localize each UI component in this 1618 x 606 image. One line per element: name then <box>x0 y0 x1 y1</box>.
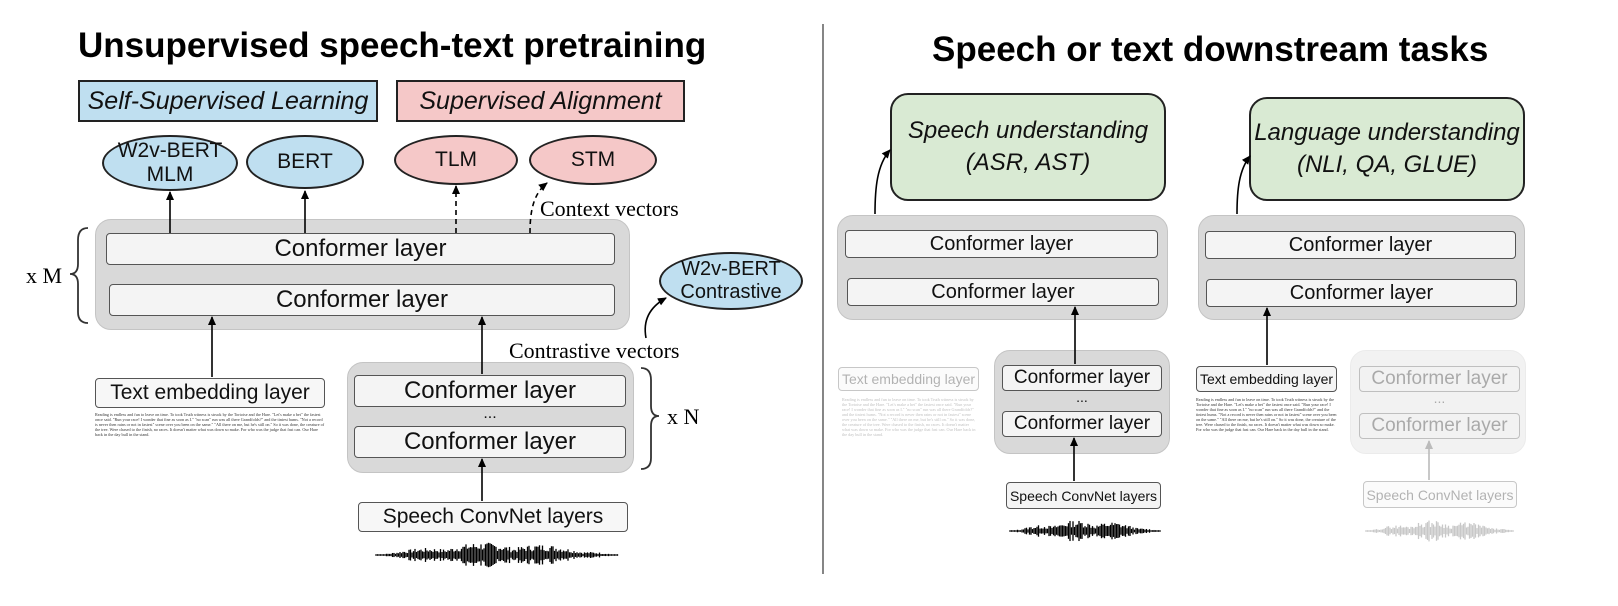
language-task-speech-layer-bottom-unused: Conformer layer <box>1359 413 1520 439</box>
speech-task-speech-layer-bottom: Conformer layer <box>1002 411 1162 437</box>
stm-head: STM <box>529 135 657 185</box>
shared-conformer-layer-top: Conformer layer <box>106 233 615 265</box>
speech-task-speech-layer-top: Conformer layer <box>1002 365 1162 391</box>
speech-conformer-layer-top: Conformer layer <box>354 375 626 407</box>
self-supervised-learning-label: Self-Supervised Learning <box>78 80 378 122</box>
speech-task-text-embedding-unused: Text embedding layer <box>838 367 979 391</box>
w2v-bert-mlm-line1: W2v-BERT <box>117 138 223 162</box>
context-vectors-label: Context vectors <box>540 196 679 221</box>
supervised-alignment-label: Supervised Alignment <box>396 80 685 122</box>
language-understanding-task: Language understanding (NLI, QA, GLUE) <box>1249 97 1525 201</box>
speech-waveform-language-task-unused <box>1365 520 1514 542</box>
speech-understanding-task: Speech understanding (ASR, AST) <box>890 93 1166 201</box>
right-panel-title: Speech or text downstream tasks <box>932 30 1489 69</box>
language-task-speech-stack-unused <box>1350 350 1526 454</box>
arrow-to-stm <box>529 182 548 234</box>
speech-understanding-line1: Speech understanding <box>907 116 1149 144</box>
bert-head: BERT <box>246 135 364 189</box>
speech-repeat-label: x N <box>667 404 700 429</box>
shared-conformer-layer-bottom: Conformer layer <box>109 284 615 316</box>
language-understanding-line1: Language understanding <box>1254 118 1520 146</box>
speech-convnet-layers: Speech ConvNet layers <box>358 502 628 532</box>
language-task-speech-layer-top-unused: Conformer layer <box>1359 366 1520 392</box>
contrastive-vectors-label: Contrastive vectors <box>509 338 680 363</box>
speech-task-shared-layer-top: Conformer layer <box>845 230 1158 258</box>
x-n-brace <box>640 367 660 470</box>
speech-task-ellipsis: ... <box>1076 389 1088 405</box>
language-task-convnet-unused: Speech ConvNet layers <box>1363 481 1517 508</box>
arrow-to-language-understanding <box>1236 155 1251 215</box>
w2v-bert-contrastive-line2: Contrastive <box>680 281 782 303</box>
arrow-to-speech-understanding <box>874 149 891 215</box>
speech-waveform-left <box>375 542 619 568</box>
language-task-shared-layer-top: Conformer layer <box>1205 231 1516 259</box>
input-text-sample: Reading is endless and fun to leave on t… <box>95 412 325 437</box>
speech-stack-ellipsis: ... <box>483 405 497 422</box>
w2v-bert-contrastive-line1: W2v-BERT <box>681 258 781 280</box>
w2v-bert-mlm-line2: MLM <box>146 163 194 186</box>
language-understanding-line2: (NLI, QA, GLUE) <box>1296 151 1478 178</box>
language-task-text-sample: Reading is endless and fun to leave on t… <box>1196 397 1337 432</box>
language-task-ellipsis-unused: ... <box>1433 390 1446 406</box>
speech-waveform-speech-task <box>1009 520 1161 542</box>
left-panel-title: Unsupervised speech-text pretraining <box>78 26 707 65</box>
text-embedding-layer: Text embedding layer <box>95 378 325 408</box>
arrow-to-w2v-contrastive <box>644 297 667 339</box>
tlm-head: TLM <box>394 135 518 185</box>
speech-task-text-sample-unused: Reading is endless and fun to leave on t… <box>842 397 976 437</box>
speech-conformer-layer-bottom: Conformer layer <box>354 426 626 458</box>
language-task-text-embedding: Text embedding layer <box>1196 366 1337 392</box>
speech-understanding-line2: (ASR, AST) <box>965 149 1091 176</box>
language-task-shared-layer-bottom: Conformer layer <box>1206 279 1517 307</box>
shared-repeat-label: x M <box>26 263 63 288</box>
speech-task-shared-layer-bottom: Conformer layer <box>847 278 1159 306</box>
speech-task-convnet: Speech ConvNet layers <box>1006 482 1161 509</box>
x-m-brace <box>69 227 89 324</box>
